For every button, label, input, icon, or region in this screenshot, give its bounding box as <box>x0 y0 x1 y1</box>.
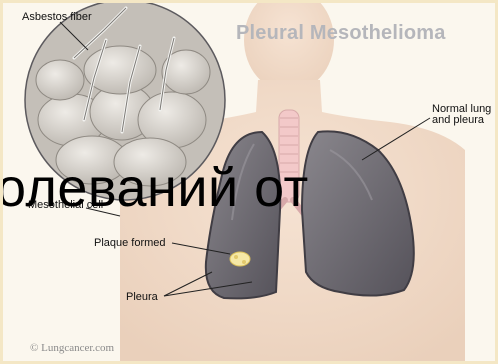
label-normal-lung-line2: and pleura <box>432 115 484 126</box>
label-plaque-formed: Plaque formed <box>94 238 166 249</box>
copyright-text: © Lungcancer.com <box>30 342 114 354</box>
plaque <box>230 252 250 266</box>
diagram-title: Pleural Mesothelioma <box>236 22 446 45</box>
label-asbestos-fiber: Asbestos fiber <box>22 12 92 23</box>
label-pleura: Pleura <box>126 292 158 303</box>
overlay-caption: олеваний от <box>0 158 309 218</box>
